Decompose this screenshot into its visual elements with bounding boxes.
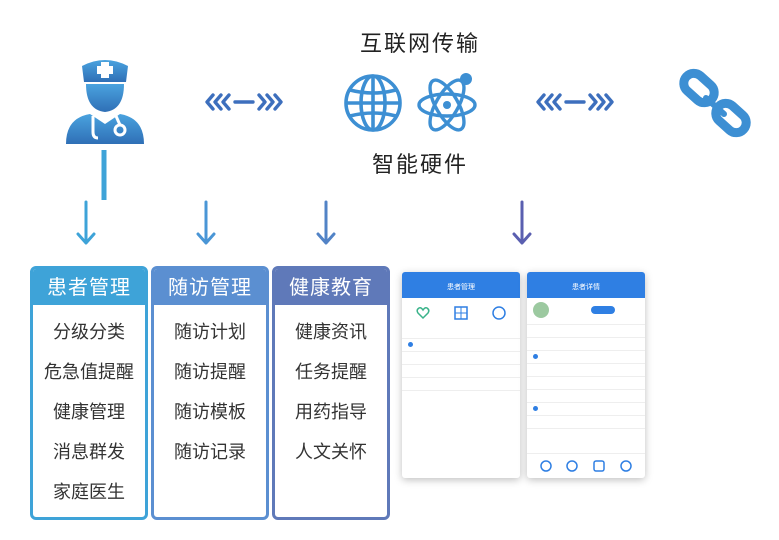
chat-icon — [492, 306, 506, 320]
phone-bottom-bar — [527, 453, 645, 478]
list-item: 家庭医生 — [53, 482, 125, 503]
list-item: 消息群发 — [53, 442, 125, 463]
list-item: 随访模板 — [174, 402, 246, 423]
health-education-card: 健康教育 健康资讯 任务提醒 用药指导 人文关怀 — [272, 266, 390, 520]
phone-list-row — [527, 390, 645, 403]
patient-management-card: 患者管理 分级分类 危急值提醒 健康管理 消息群发 家庭医生 — [30, 266, 148, 520]
list-item: 随访计划 — [174, 322, 246, 343]
list-item: 随访提醒 — [174, 362, 246, 383]
grid-icon — [454, 306, 468, 320]
list-item: 危急值提醒 — [44, 362, 134, 383]
bottom-nav-icons — [540, 460, 632, 472]
list-item: 任务提醒 — [295, 362, 367, 383]
globe-icon — [344, 74, 402, 132]
status-badge — [591, 306, 615, 314]
phone-list-row — [527, 416, 645, 429]
smart-hardware-label: 智能硬件 — [371, 153, 468, 178]
phone-icon-row — [402, 298, 520, 339]
phone-list-row — [527, 351, 645, 364]
phone-list-row — [402, 339, 520, 352]
list-item: 分级分类 — [53, 322, 125, 343]
double-arrow-icon — [536, 93, 614, 111]
doctor-icon — [66, 60, 144, 144]
list-item: 用药指导 — [295, 402, 367, 423]
list-item: 健康管理 — [53, 402, 125, 423]
followup-management-card: 随访管理 随访计划 随访提醒 随访模板 随访记录 — [151, 266, 269, 520]
phone-list-row — [527, 338, 645, 351]
phone-screenshot-patient-management: 患者管理 — [402, 272, 520, 478]
phone-list-row — [527, 325, 645, 338]
chain-link-icon — [679, 68, 751, 138]
atom-icon — [417, 73, 477, 132]
double-arrow-icon — [205, 93, 283, 111]
phone-list-row — [402, 378, 520, 391]
avatar — [533, 302, 549, 318]
phone-list-row — [402, 365, 520, 378]
card-title: 健康教育 — [275, 269, 387, 305]
connector-lines — [76, 150, 532, 245]
list-item: 健康资讯 — [295, 322, 367, 343]
list-item: 人文关怀 — [295, 442, 367, 463]
phone-list-row — [402, 352, 520, 365]
phone-title: 患者管理 — [402, 272, 520, 298]
network-transmission-label: 互联网传输 — [359, 32, 480, 57]
card-title: 患者管理 — [33, 269, 145, 305]
heart-icon — [416, 307, 430, 320]
phone-list-row — [527, 377, 645, 390]
list-item: 随访记录 — [174, 442, 246, 463]
phone-list-row — [527, 403, 645, 416]
phone-list-row — [527, 364, 645, 377]
phone-title: 患者详情 — [527, 272, 645, 298]
phone-screenshot-patient-detail: 患者详情 — [527, 272, 645, 478]
card-title: 随访管理 — [154, 269, 266, 305]
phone-profile-row — [527, 298, 645, 325]
